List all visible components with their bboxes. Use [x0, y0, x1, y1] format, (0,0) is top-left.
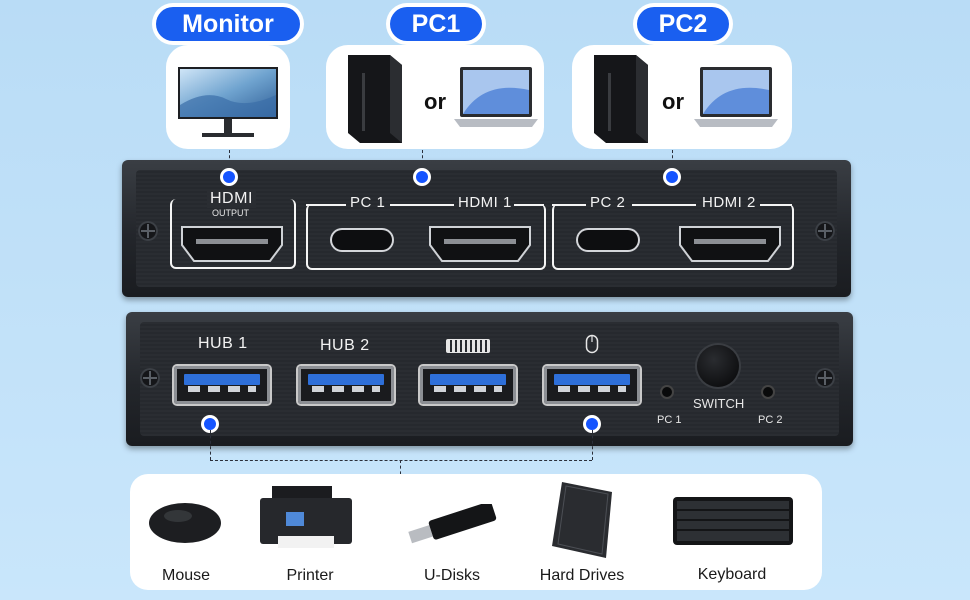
- device-label-printer: Printer: [286, 567, 334, 584]
- pc1-card: or: [326, 45, 544, 149]
- usb-drive-icon: [408, 504, 497, 544]
- usb-port-keyboard: [420, 366, 516, 404]
- pc2-port-label: PC 2: [590, 194, 626, 211]
- switch-label: SWITCH: [693, 396, 745, 411]
- device-label-keyboard: Keyboard: [697, 566, 767, 583]
- hard-drive-icon: [552, 482, 612, 558]
- usb-port-hub2: [298, 366, 394, 404]
- device-label-udisks: U-Disks: [424, 567, 480, 584]
- laptop-icon: [454, 67, 538, 127]
- hdmi-output-bracket: [170, 199, 296, 269]
- pc2-card: or: [572, 45, 792, 149]
- pc2-led-indicator: [763, 387, 773, 397]
- hdmi-port-icon: [181, 226, 283, 262]
- printer-icon: [260, 486, 352, 548]
- screw-icon: [815, 368, 835, 388]
- pc2-bracket: [552, 204, 794, 270]
- led-pc1-label: PC 1: [657, 414, 682, 426]
- connector-line: [592, 430, 593, 460]
- or-text: or: [662, 89, 684, 114]
- hdmi-port-icon: [679, 226, 781, 262]
- pc1-port-label: PC 1: [350, 194, 386, 211]
- usb-c-port-icon: [578, 230, 638, 250]
- monitor-icon: [178, 67, 278, 137]
- connector-line: [400, 460, 401, 480]
- connector-line: [210, 430, 211, 460]
- pc1-bracket: [306, 204, 546, 270]
- connector-dot: [586, 418, 598, 430]
- connector-dot: [223, 171, 235, 183]
- laptop-icon: [694, 67, 778, 127]
- hub1-label: HUB 1: [198, 335, 248, 352]
- connector-dot: [416, 171, 428, 183]
- desktop-tower-icon: [594, 55, 648, 143]
- hdmi-output-sublabel: OUTPUT: [212, 208, 249, 218]
- mouse-icon: [149, 503, 221, 543]
- hdmi-port-icon: [429, 226, 531, 262]
- connector-line: [210, 460, 592, 461]
- pc1-led-indicator: [662, 387, 672, 397]
- screw-icon: [140, 368, 160, 388]
- switch-button[interactable]: [697, 345, 739, 387]
- device-label-mouse: Mouse: [161, 567, 211, 584]
- hdmi-output-label: HDMI: [207, 190, 256, 208]
- pc1-label: PC1: [390, 7, 482, 41]
- monitor-card: [166, 45, 290, 149]
- connector-dot: [666, 171, 678, 183]
- usb-c-port-icon: [332, 230, 392, 250]
- keyboard-icon: [446, 339, 490, 353]
- pc2-label: PC2: [637, 7, 729, 41]
- hub2-label: HUB 2: [320, 337, 370, 354]
- hdmi2-port-label: HDMI 2: [702, 194, 756, 211]
- desktop-tower-icon: [348, 55, 402, 143]
- led-pc2-label: PC 2: [758, 414, 783, 426]
- monitor-label: Monitor: [156, 7, 300, 41]
- connector-dot: [204, 418, 216, 430]
- keyboard-device-icon: [673, 497, 793, 545]
- usb-port-mouse: [544, 366, 640, 404]
- mouse-icon: [585, 334, 599, 354]
- device-label-hard-drives: Hard Drives: [539, 567, 625, 584]
- or-text: or: [424, 89, 446, 114]
- hdmi1-port-label: HDMI 1: [458, 194, 512, 211]
- screw-icon: [815, 221, 835, 241]
- usb-port-hub1: [174, 366, 270, 404]
- screw-icon: [138, 221, 158, 241]
